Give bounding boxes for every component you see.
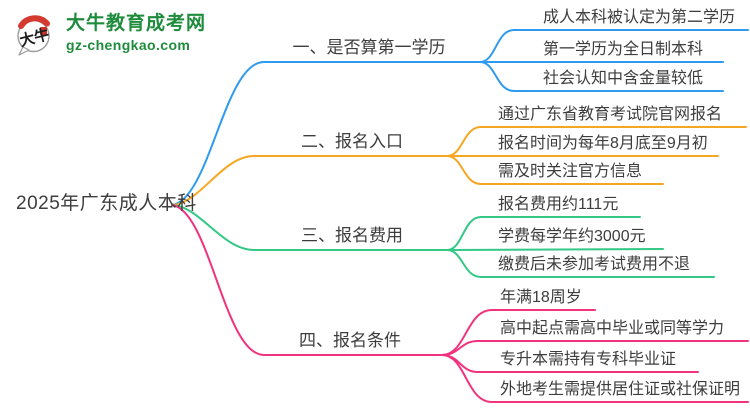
- branch-4-label: 四、报名条件: [299, 331, 401, 350]
- branch-2-leaf-1: 通过广东省教育考试院官网报名: [498, 106, 723, 123]
- logo-title: 大牛教育成考网: [66, 13, 207, 34]
- root-node: 2025年广东成人本科: [16, 193, 197, 214]
- branch-1-leaf-2: 第一学历为全日制本科: [543, 41, 704, 58]
- branch-2-trunk-line: [171, 155, 448, 206]
- branch-4-leaf-1: 年满18周岁: [500, 289, 582, 306]
- branch-2-leaf-3: 需及时关注官方信息: [498, 163, 643, 180]
- branch-3-trunk-line: [171, 204, 448, 251]
- branch-2-leaf-3-line: [446, 155, 664, 185]
- branch-4-trunk-line: [171, 204, 443, 356]
- branch-3-leaf-2-line: [446, 248, 664, 251]
- logo-subtitle: gz-chengkao.com: [66, 37, 191, 53]
- branch-3-leaf-1: 报名费用约111元: [498, 196, 619, 213]
- branch-4-leaf-4-line: [441, 354, 749, 403]
- branch-3-leaf-1-line: [446, 216, 641, 251]
- branch-1-leaf-1: 成人本科被认定为第二学历: [543, 9, 736, 26]
- branch-4-leaf-4: 外地考生需提供居住证或社保证明: [500, 381, 741, 398]
- branch-1-trunk-line: [171, 61, 481, 206]
- branch-1-leaf-3-line: [479, 61, 724, 92]
- branch-1-label: 一、是否算第一学历: [292, 38, 446, 57]
- branch-2-label: 二、报名入口: [301, 132, 403, 151]
- bull-speech-bubble-icon: 大牛: [12, 12, 58, 58]
- site-logo: 大牛 大牛教育成考网 gz-chengkao.com: [12, 12, 206, 58]
- branch-3-leaf-2: 学费每学年约3000元: [498, 228, 646, 245]
- branch-1-leaf-3: 社会认知中含金量较低: [543, 70, 704, 87]
- branch-1-leaf-1-line: [479, 29, 749, 63]
- branch-3-label: 三、报名费用: [301, 226, 403, 245]
- branch-3-leaf-3: 缴费后未参加考试费用不退: [498, 256, 691, 273]
- branch-2-leaf-1-line: [446, 126, 747, 157]
- branch-4-leaf-2: 高中起点需高中毕业或同等学力: [500, 320, 725, 337]
- branch-2-leaf-2: 报名时间为每年8月底至9月初: [498, 135, 708, 152]
- branch-3-leaf-3-line: [446, 249, 715, 278]
- logo-text-block: 大牛教育成考网 gz-chengkao.com: [66, 12, 206, 54]
- branch-4-leaf-3: 专升本需持有专科毕业证: [500, 351, 677, 368]
